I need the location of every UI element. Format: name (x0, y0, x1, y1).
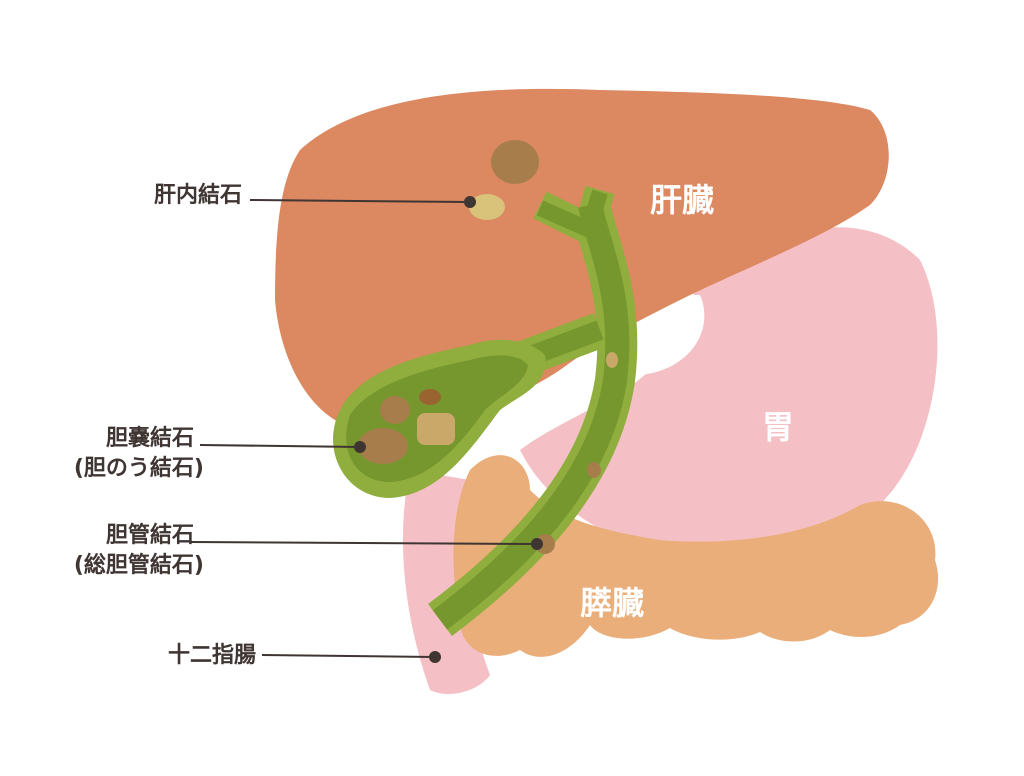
stones (358, 140, 618, 554)
stomach-label: 胃 (762, 408, 795, 446)
leader-lines (189, 196, 543, 663)
intrahepatic-stone-label: 肝内結石 (153, 183, 242, 208)
liver-label: 肝臓 (650, 181, 715, 219)
bile-duct-stone-sublabel: (総胆管結石) (73, 553, 204, 578)
duodenum-label: 十二指腸 (167, 643, 256, 668)
liver-notch (640, 295, 705, 375)
pancreas (453, 455, 939, 657)
gallbladder-stone-sublabel: (胆のう結石) (73, 456, 204, 481)
gallbladder-stone-label: 胆嚢結石 (105, 426, 194, 451)
liver (275, 88, 889, 431)
bile-duct-stone-label: 胆管結石 (105, 523, 194, 548)
stomach (520, 227, 938, 562)
pancreas-label: 膵臓 (580, 584, 645, 622)
